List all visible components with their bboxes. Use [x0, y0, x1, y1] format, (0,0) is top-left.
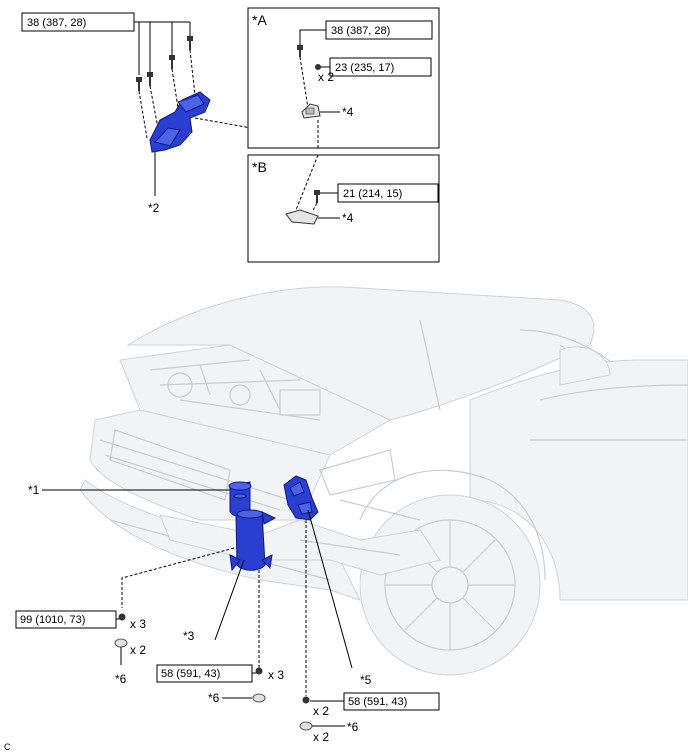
part-label-3: *3	[183, 629, 195, 643]
detail-box-a: *A 38 (387, 28) 23 (235, 17) x 2 *4	[247, 7, 440, 149]
bolt-icon	[297, 45, 303, 57]
vehicle-illustration	[79, 286, 688, 676]
qty-washer-left: x 2	[130, 643, 146, 657]
nut-icon	[315, 64, 321, 70]
callout-detail-a-bolt: 38 (387, 28)	[325, 20, 433, 40]
callout-lower-nuts-center: 58 (591, 43)	[156, 664, 253, 683]
qty-washer-right: x 2	[313, 730, 329, 744]
torque-label-detail-b-bolt: 21 (214, 15)	[343, 188, 402, 200]
part-label-1: *1	[28, 483, 40, 497]
detail-a-title: *A	[252, 12, 267, 28]
part-label-2: *2	[148, 201, 160, 215]
bracket-detail-part	[301, 103, 321, 119]
callout-detail-a-nut: 23 (235, 17)	[329, 57, 432, 77]
part-label-4-b: *4	[342, 211, 354, 225]
torque-label-lower-nuts-right: 58 (591, 43)	[348, 696, 407, 708]
nut-icon	[255, 667, 263, 675]
detail-box-b: *B 21 (214, 15) *4	[247, 154, 440, 263]
qty-lower-bolts-left: x 3	[130, 617, 146, 631]
callout-lower-bolts-left: 99 (1010, 73)	[15, 610, 117, 629]
callout-detail-b-bolt: 21 (214, 15)	[337, 183, 439, 203]
lower-right-fasteners: 58 (591, 43) x 2 *6 x 2	[299, 692, 440, 744]
bolt-icon	[314, 190, 320, 203]
lower-left-fasteners: 99 (1010, 73) x 3 x 2 *6	[15, 610, 146, 686]
torque-label-lower-nuts-center: 58 (591, 43)	[161, 668, 220, 680]
torque-label-detail-a-nut: 23 (235, 17)	[335, 62, 394, 74]
part-label-6-left: *6	[115, 672, 127, 686]
part-label-5: *5	[360, 673, 372, 687]
washer-icon	[114, 638, 128, 648]
nut-icon	[118, 613, 126, 621]
callout-lower-nuts-right: 58 (591, 43)	[343, 692, 440, 711]
part-label-4-a: *4	[342, 105, 354, 119]
lower-center-fasteners: 58 (591, 43) x 3 *6	[156, 664, 284, 705]
washer-icon	[252, 693, 266, 703]
part-label-6-center: *6	[208, 691, 220, 705]
part-3	[229, 509, 277, 572]
figure-code: C	[4, 742, 11, 752]
lower-parts: *1 *3 *5	[28, 475, 372, 696]
part-label-6-right: *6	[347, 720, 359, 734]
upper-bracket-assembly: 38 (387, 28) *2	[21, 12, 319, 215]
bracket-detail-part	[285, 209, 319, 225]
qty-lower-nuts-center: x 3	[268, 668, 284, 682]
washer-icon	[299, 721, 313, 731]
torque-label-bracket-bolts: 38 (387, 28)	[27, 17, 86, 29]
qty-lower-nuts-right: x 2	[313, 704, 329, 718]
qty-detail-a-nut: x 2	[318, 70, 334, 84]
part-5	[283, 475, 319, 521]
bolt-icon	[136, 36, 193, 91]
nut-icon	[302, 696, 310, 704]
detail-b-title: *B	[252, 159, 267, 175]
torque-label-detail-a-bolt: 38 (387, 28)	[331, 25, 390, 37]
callout-bracket-bolts: 38 (387, 28)	[21, 12, 135, 32]
bracket-part	[149, 91, 211, 153]
torque-label-lower-bolts-left: 99 (1010, 73)	[20, 614, 85, 626]
